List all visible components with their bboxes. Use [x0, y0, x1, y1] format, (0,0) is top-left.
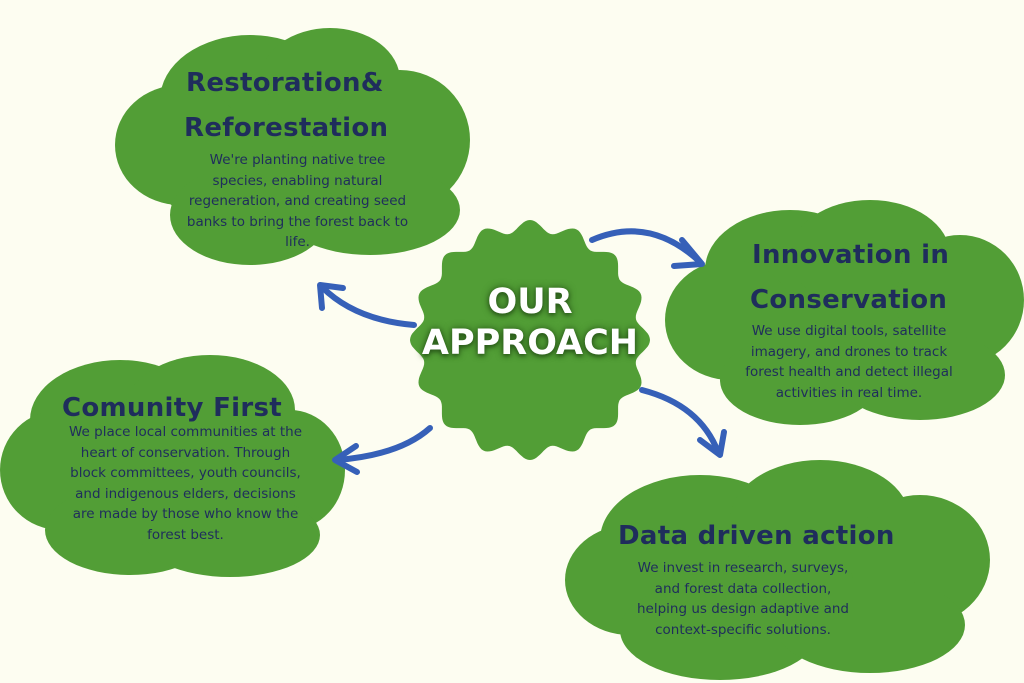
innovation-body: We use digital tools, satellite imagery,…: [745, 323, 953, 401]
community-body: We place local communities at the heart …: [68, 424, 303, 543]
arrow-to-community: [332, 425, 433, 475]
cloud-restoration: [115, 28, 470, 265]
data-title: Data driven action: [618, 521, 895, 551]
arrow-to-data: [639, 387, 727, 458]
data-body: We invest in research, surveys, and fore…: [636, 560, 850, 638]
cloud-community: [0, 355, 345, 577]
restoration-title-2: Reforestation: [184, 113, 389, 143]
cloud-data: [565, 460, 990, 680]
innovation-title-2: Conservation: [750, 285, 948, 315]
restoration-body: We're planting native tree species, enab…: [186, 152, 409, 250]
arrow-to-restoration: [317, 282, 417, 328]
center-title: OUR APPROACH: [410, 282, 650, 364]
center-badge: [410, 220, 650, 460]
center-line-2: APPROACH: [421, 323, 639, 363]
arrow-to-innovation: [589, 228, 705, 269]
center-line-1: OUR: [487, 282, 573, 322]
innovation-title-1: Innovation in: [752, 240, 950, 270]
cloud-innovation: [665, 200, 1024, 425]
community-title: Comunity First: [62, 393, 282, 423]
restoration-title-1: Restoration&: [186, 68, 384, 98]
